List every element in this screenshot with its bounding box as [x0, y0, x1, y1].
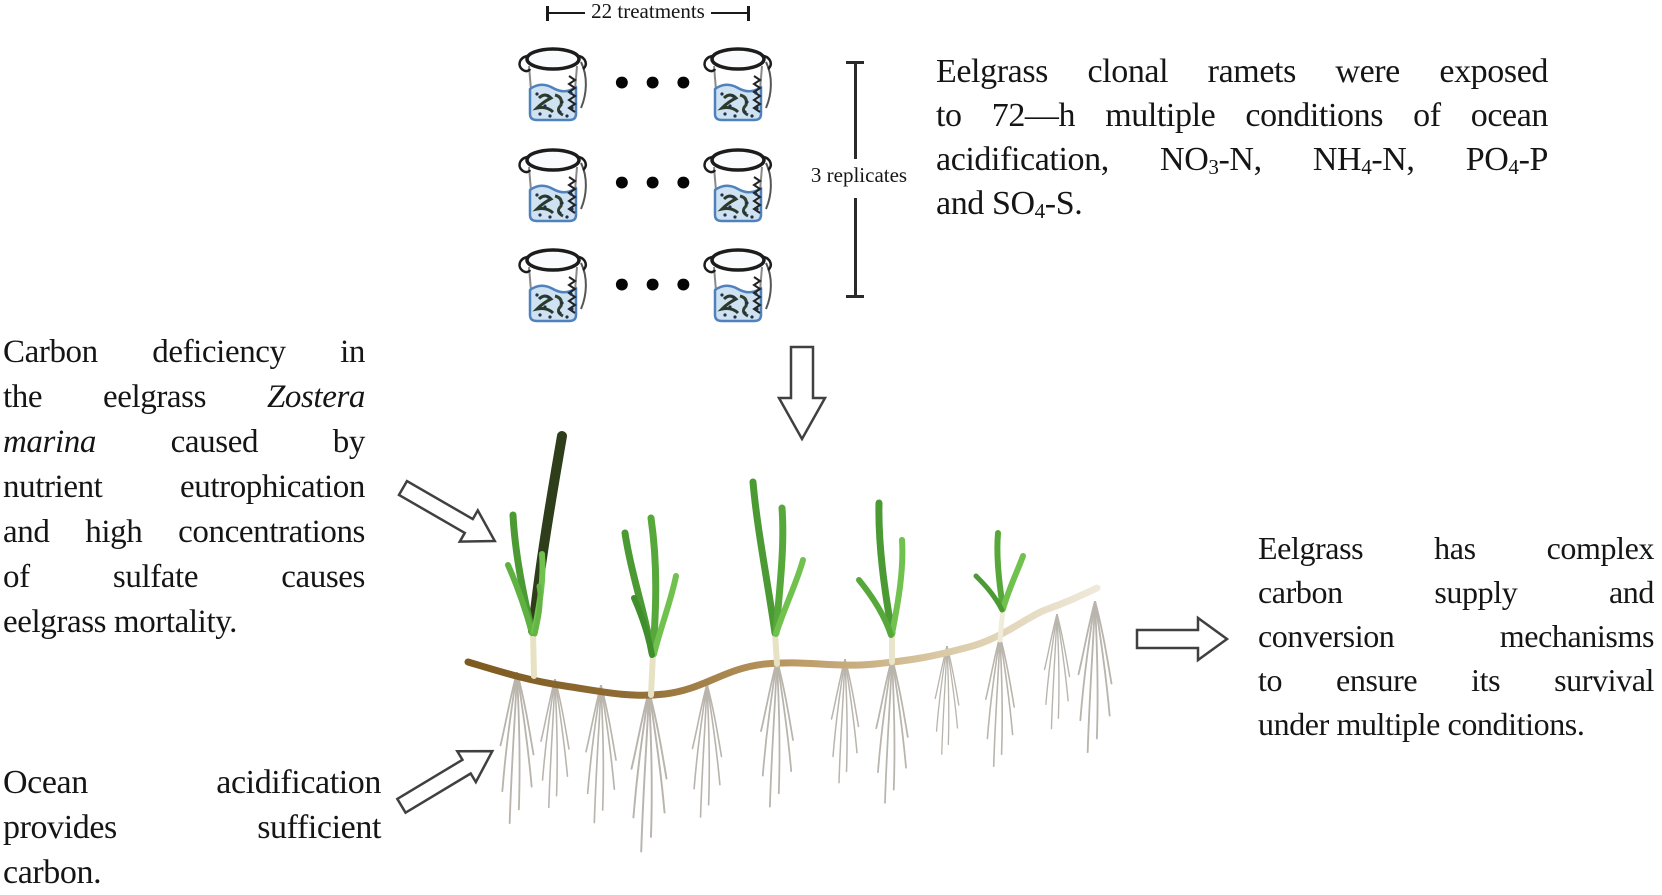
treatments-label: 22 treatments [591, 0, 705, 23]
beaker-icon [700, 247, 776, 325]
measure-line-left [549, 11, 586, 15]
ellipsis-dots: ••• [611, 266, 704, 306]
arrow-right-up-icon [395, 749, 495, 815]
measure-line-right [710, 11, 747, 15]
arrow-down-icon [776, 345, 828, 442]
bracket-line-top [854, 62, 857, 159]
beaker-icon [515, 46, 591, 124]
rhizome [464, 584, 1101, 699]
ellipsis-dots: ••• [611, 64, 704, 104]
beaker-icon [700, 147, 776, 225]
bracket-line-bottom [854, 198, 857, 296]
arrow-right-down-icon [397, 479, 497, 543]
treatments-measure: 22 treatments [546, 0, 750, 24]
beaker-icon [515, 247, 591, 325]
replicates-label: 3 replicates [810, 163, 908, 187]
measure-cap-right-icon [747, 5, 750, 21]
beaker-icon [515, 147, 591, 225]
beaker-icon [700, 46, 776, 124]
measure-cap-left-icon [546, 5, 549, 21]
eelgrass-illustration [464, 431, 1113, 853]
arrow-right-icon [1135, 615, 1230, 663]
shoot-sheaths [530, 605, 1006, 698]
eelgrass-leaves [505, 431, 1026, 658]
bracket-cap-bottom [846, 295, 864, 298]
ellipsis-dots: ••• [611, 164, 704, 204]
root-bundles [499, 601, 1113, 853]
